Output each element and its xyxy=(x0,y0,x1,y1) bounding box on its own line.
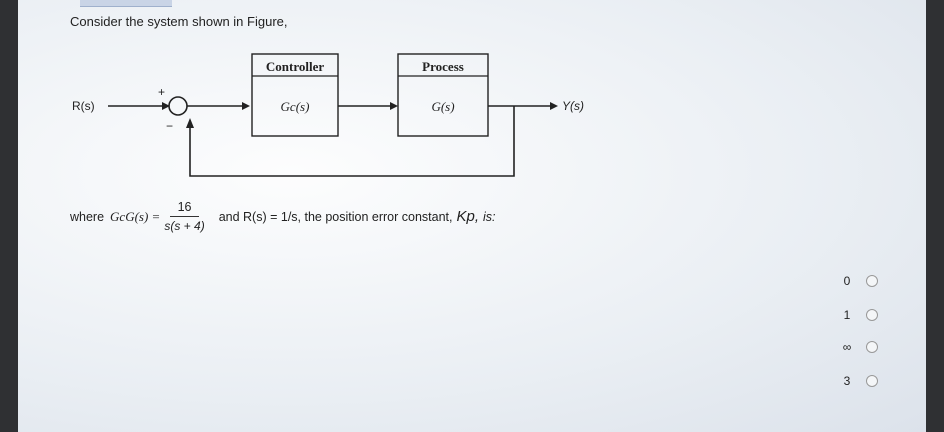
controller-outer-block xyxy=(251,53,339,137)
open-loop-expression: GcG(s) = xyxy=(110,208,161,224)
kp-symbol: Kp, xyxy=(456,208,479,225)
option-row[interactable]: 3 xyxy=(838,374,878,388)
option-row[interactable]: ∞ xyxy=(838,340,878,354)
fraction-denominator: s(s + 4) xyxy=(164,219,205,233)
question-panel: Consider the system shown in Figure, R(s… xyxy=(18,0,926,432)
question-statement: where GcG(s) = 16 s(s + 4) and R(s) = 1/… xyxy=(70,200,496,233)
question-tail-text: and R(s) = 1/s, the position error const… xyxy=(218,209,453,224)
process-title: Process xyxy=(422,59,464,74)
option-label: 1 xyxy=(843,308,851,322)
top-tab-indicator xyxy=(80,0,172,7)
block-diagram: R(s) + − Controller Gc(s) Process G(s) Y… xyxy=(72,53,584,177)
option-label: 0 xyxy=(843,274,851,288)
input-label: R(s) xyxy=(72,99,95,113)
feedback-arrowhead xyxy=(186,118,194,128)
controller-title: Controller xyxy=(266,59,324,74)
process-arrowhead xyxy=(390,102,398,110)
output-label: Y(s) xyxy=(562,99,584,113)
controller-transfer-function: Gc(s) xyxy=(281,99,310,114)
question-intro: Consider the system shown in Figure, xyxy=(70,14,288,29)
transfer-function-fraction: 16 s(s + 4) xyxy=(164,200,204,233)
radio-button[interactable] xyxy=(866,275,878,287)
option-row[interactable]: 0 xyxy=(838,274,878,288)
fraction-numerator: 16 xyxy=(169,200,200,217)
summing-junction xyxy=(168,96,188,116)
process-outer-block xyxy=(397,53,489,137)
plus-sign: + xyxy=(158,85,165,99)
radio-button[interactable] xyxy=(866,309,878,321)
option-label: 3 xyxy=(843,374,851,388)
question-end: is: xyxy=(483,209,496,224)
radio-button[interactable] xyxy=(866,375,878,387)
output-arrowhead xyxy=(550,102,558,110)
minus-sign: − xyxy=(166,119,173,133)
left-bezel xyxy=(0,0,18,432)
where-prefix: where xyxy=(70,209,105,224)
radio-button[interactable] xyxy=(866,341,878,353)
feedback-path xyxy=(189,106,515,177)
controller-arrowhead xyxy=(242,102,250,110)
input-arrowhead xyxy=(162,102,170,110)
process-transfer-function: G(s) xyxy=(431,99,454,114)
right-bezel xyxy=(926,0,944,432)
option-row[interactable]: 1 xyxy=(838,308,878,322)
option-label: ∞ xyxy=(842,340,852,354)
